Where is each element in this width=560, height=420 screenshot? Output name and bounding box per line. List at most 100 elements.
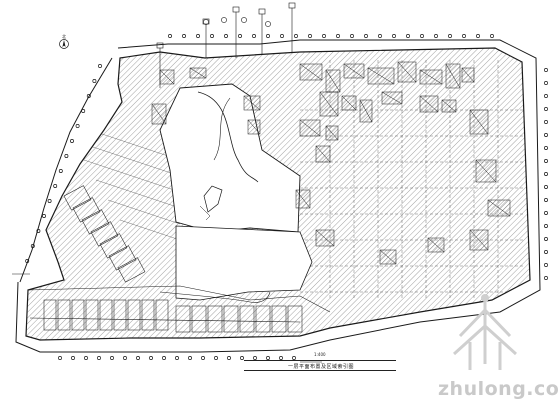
site-boundary	[15, 39, 541, 353]
core-diagonal	[419, 95, 439, 113]
storefront-line	[29, 317, 301, 323]
shop-unit	[99, 299, 113, 331]
grid-line	[119, 219, 181, 241]
tree-symbol	[58, 356, 62, 360]
tree-symbol	[86, 94, 91, 98]
tree-symbol	[544, 107, 548, 111]
tree-symbol	[544, 81, 548, 85]
tree-symbol	[462, 34, 466, 38]
tree-symbol	[53, 184, 58, 188]
watermark-brand: zhulong.com	[438, 378, 560, 400]
tree-symbol	[322, 34, 326, 38]
tree-symbol	[238, 34, 242, 38]
tree-symbol	[544, 172, 548, 176]
grid-line	[95, 179, 181, 209]
tree-symbol	[544, 68, 548, 72]
tree-symbol	[280, 34, 284, 38]
section-bubble	[241, 17, 247, 23]
tree-symbol	[490, 34, 494, 38]
tree-symbol	[378, 34, 382, 38]
shop-unit	[113, 299, 127, 331]
tree-symbol	[544, 250, 548, 254]
tree-symbol	[252, 34, 256, 38]
tree-symbol	[162, 356, 166, 360]
tree-symbol	[544, 276, 548, 280]
tree-symbol	[308, 34, 312, 38]
tree-symbol	[182, 34, 186, 38]
drawing-caption: 一层平面布置及区域索引图	[287, 364, 354, 370]
section-markers	[12, 2, 322, 363]
tree-symbol	[64, 154, 69, 158]
tree-symbol	[42, 214, 46, 218]
marker-tag	[288, 2, 296, 9]
core-diagonal	[319, 91, 339, 117]
tree-symbol	[544, 159, 548, 163]
tree-symbol	[336, 34, 340, 38]
tree-symbol	[123, 356, 127, 360]
tree-symbol	[98, 64, 102, 68]
tree-symbol	[224, 34, 228, 38]
core-diagonal	[445, 63, 461, 89]
tree-symbol	[266, 34, 270, 38]
shop-unit	[99, 233, 128, 259]
shop-unit	[117, 257, 146, 283]
core-diagonal	[325, 125, 339, 141]
core-diagonal	[295, 189, 311, 209]
shop-unit	[191, 305, 207, 333]
north-arrow: 北	[59, 33, 69, 49]
shop-unit	[207, 305, 223, 333]
shop-unit	[71, 299, 85, 331]
tree-symbol	[392, 34, 396, 38]
tree-symbol	[292, 356, 296, 360]
core-diagonal	[151, 103, 167, 125]
core-diagonal	[469, 109, 489, 135]
tree-symbol	[210, 34, 214, 38]
core-diagonal	[359, 99, 373, 123]
shop-unit	[108, 245, 137, 271]
tree-symbol	[92, 79, 97, 83]
core-diagonal	[379, 249, 397, 265]
tree-symbol	[58, 169, 63, 173]
shop-unit	[141, 299, 155, 331]
shop-unit	[85, 299, 99, 331]
shop-unit	[81, 209, 110, 235]
central-atrium	[159, 83, 301, 233]
tree-symbol	[544, 133, 548, 137]
shop-unit	[175, 305, 191, 333]
core-diagonal	[189, 67, 207, 79]
core-diagonal	[427, 237, 445, 253]
core-diagonal	[341, 95, 357, 111]
marker-tag	[202, 18, 210, 25]
core-diagonal	[469, 229, 489, 251]
tree-symbol	[544, 263, 548, 267]
tree-symbol	[240, 356, 244, 360]
caption-rule-top	[244, 360, 396, 361]
tree-symbol	[110, 356, 114, 360]
section-bubble	[221, 17, 227, 23]
core-diagonal	[419, 69, 443, 85]
caption-rule-bottom	[244, 370, 396, 371]
tree-symbol	[544, 211, 548, 215]
shop-unit	[239, 305, 255, 333]
tree-symbol	[81, 109, 86, 113]
tree-symbol	[420, 34, 424, 38]
tree-symbol	[196, 34, 200, 38]
scale-label: 1:400	[314, 352, 326, 357]
tree-symbol	[253, 356, 257, 360]
tree-symbol	[544, 224, 548, 228]
tree-symbol	[350, 34, 354, 38]
core-diagonal	[343, 63, 365, 79]
tree-symbol	[544, 94, 548, 98]
shop-unit	[271, 305, 287, 333]
core-diagonal	[299, 119, 321, 137]
marker-tag	[156, 42, 164, 49]
tree-symbol	[279, 356, 283, 360]
tree-symbol	[25, 259, 30, 263]
tree-symbol	[544, 237, 548, 241]
tree-symbol	[188, 356, 192, 360]
tree-symbol	[75, 124, 80, 128]
tree-symbol	[84, 356, 88, 360]
shop-unit	[72, 197, 101, 223]
tree-symbol	[70, 139, 74, 143]
core-diagonal	[441, 99, 457, 113]
